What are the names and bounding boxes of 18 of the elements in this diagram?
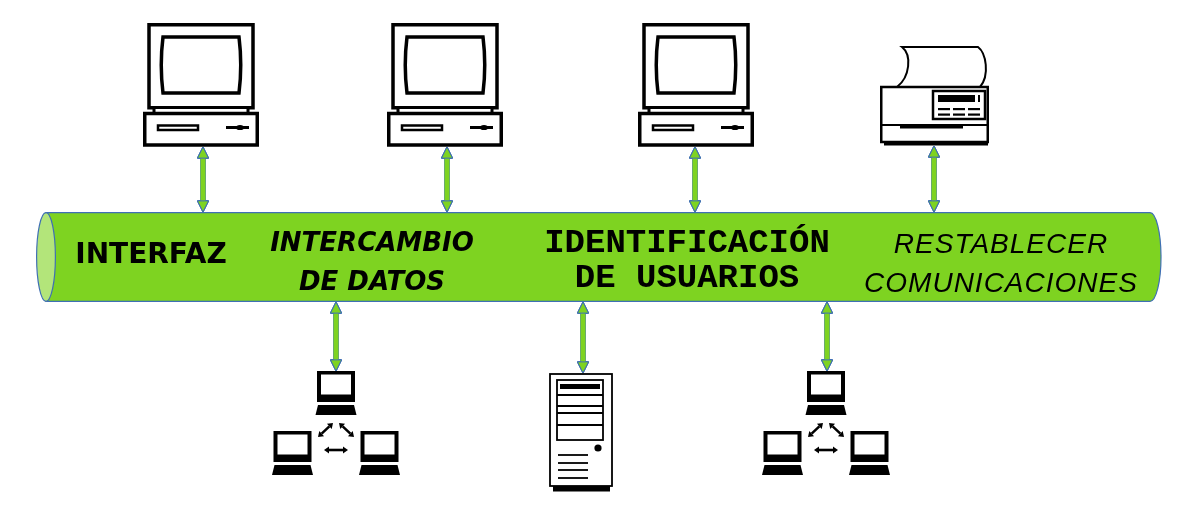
double-arrow <box>577 301 589 374</box>
desktop-computer-icon <box>387 23 503 147</box>
double-arrow <box>197 146 209 213</box>
double-arrow <box>928 145 940 213</box>
double-arrow <box>689 146 701 213</box>
double-arrow <box>330 301 342 372</box>
pipe-label: INTERFAZ <box>74 237 228 271</box>
computer-network-icon <box>272 371 400 475</box>
double-arrow <box>441 146 453 213</box>
desktop-computer-icon <box>638 23 754 147</box>
pipe-label: IDENTIFICACIÓN DE USUARIOS <box>543 225 831 296</box>
server-tower-icon <box>549 373 613 492</box>
computer-network-icon <box>762 371 890 475</box>
pipe-label: RESTABLECER COMUNICACIONES <box>863 227 1139 300</box>
desktop-computer-icon <box>143 23 259 147</box>
double-arrow <box>821 301 833 372</box>
pipe-label: INTERCAMBIO DE DATOS <box>269 225 475 298</box>
printer-icon <box>880 45 990 146</box>
